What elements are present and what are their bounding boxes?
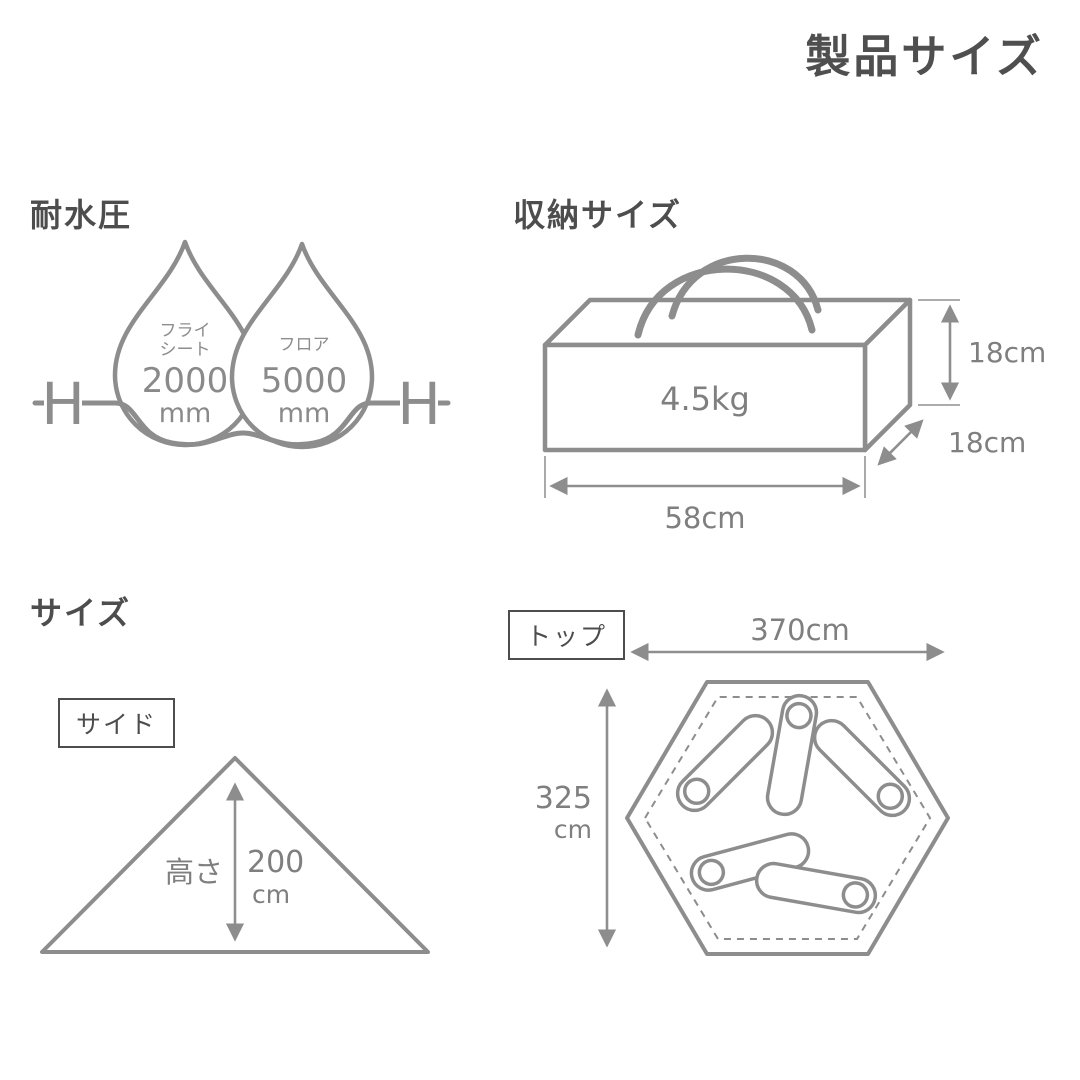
tent-floor-inner-dashed bbox=[643, 696, 932, 940]
flysheet-unit: mm bbox=[159, 398, 212, 429]
tent-height-value: 200 bbox=[247, 845, 304, 880]
bag-handle-front bbox=[634, 265, 816, 339]
size-heading: サイズ bbox=[30, 594, 132, 632]
tent-side-outline bbox=[40, 756, 430, 954]
water-resistance-heading: 耐水圧 bbox=[30, 196, 133, 234]
bag-front-face bbox=[542, 342, 868, 453]
floor-unit: mm bbox=[278, 398, 331, 429]
storage-size-heading: 収納サイズ bbox=[513, 196, 683, 234]
water-resistance-diagram: H H フライ シート 2000 mm フロア 5000 mm bbox=[32, 239, 451, 450]
bag-top-face bbox=[542, 297, 913, 348]
storage-size-diagram: 4.5kg 18cm 18cm 58cm bbox=[542, 254, 1046, 535]
depth-dimension-label: 18cm bbox=[948, 426, 1026, 459]
sleeping-pad-1 bbox=[675, 713, 775, 813]
tent-floor-outline bbox=[625, 680, 950, 956]
sleeping-pad-3 bbox=[812, 718, 912, 818]
pad-body bbox=[812, 718, 912, 818]
water-symbol-right: H bbox=[397, 370, 441, 438]
water-surface-line bbox=[32, 400, 451, 448]
depth-dimension-arrow bbox=[877, 419, 924, 466]
pad-pillow bbox=[697, 858, 726, 887]
top-depth-unit: cm bbox=[554, 815, 592, 844]
side-view-diagram: 高さ 200 cm bbox=[40, 756, 430, 954]
top-view-badge: トップ bbox=[508, 610, 626, 660]
page-title: 製品サイズ bbox=[805, 30, 1044, 83]
bag-weight: 4.5kg bbox=[660, 380, 750, 418]
top-depth-value: 325 bbox=[535, 781, 592, 816]
water-symbol-left: H bbox=[41, 370, 85, 438]
flysheet-label-line2: シート bbox=[160, 340, 211, 360]
flysheet-label-line1: フライ bbox=[160, 321, 211, 341]
pad-pillow bbox=[785, 701, 813, 730]
pad-pillow bbox=[841, 881, 870, 909]
floor-value: 5000 bbox=[261, 361, 348, 401]
pad-pillow bbox=[682, 777, 711, 806]
flysheet-value: 2000 bbox=[142, 361, 229, 401]
tent-height-label: 高さ bbox=[165, 855, 223, 889]
sleeping-pad-2 bbox=[765, 693, 819, 817]
pad-pillow bbox=[876, 782, 905, 811]
sleeping-pad-4 bbox=[689, 832, 811, 892]
width-dimension-label: 58cm bbox=[664, 501, 745, 535]
pad-body bbox=[675, 713, 775, 813]
width-extension-lines bbox=[544, 456, 866, 498]
bag-handle-back bbox=[668, 254, 822, 320]
floor-label: フロア bbox=[279, 335, 330, 355]
h-backing-left bbox=[44, 378, 82, 428]
sleeping-pad-5 bbox=[754, 861, 878, 915]
side-view-badge: サイド bbox=[58, 698, 176, 748]
top-view-diagram: 370cm 325 cm bbox=[535, 613, 950, 956]
height-extension-lines bbox=[918, 299, 960, 406]
height-dimension-label: 18cm bbox=[968, 336, 1046, 369]
tent-height-unit: cm bbox=[252, 880, 290, 909]
top-width-label: 370cm bbox=[750, 613, 850, 647]
h-backing-right bbox=[400, 378, 438, 428]
